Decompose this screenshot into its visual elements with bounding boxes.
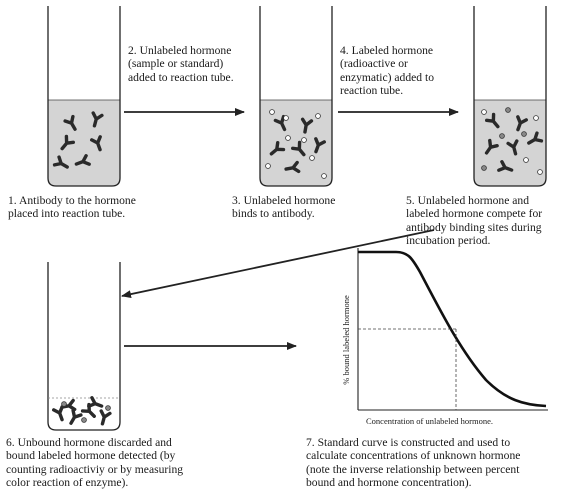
step-number: 5. bbox=[406, 194, 415, 207]
caption-step-3: 3. Unlabeled hormone binds to antibody. bbox=[232, 194, 335, 221]
y-axis-label: % bound labeled hormone bbox=[341, 295, 351, 385]
x-axis-label: Concentration of unlabeled hormone. bbox=[366, 416, 493, 426]
caption-step-2: 2. Unlabeled hormone (sample or standard… bbox=[128, 44, 234, 84]
step-text: Unbound hormone discarded and bound labe… bbox=[6, 436, 184, 490]
step-number: 4. bbox=[340, 44, 349, 57]
step-number: 2. bbox=[128, 44, 137, 57]
step-number: 6. bbox=[6, 436, 15, 449]
step-number: 1. bbox=[8, 194, 17, 207]
caption-step-7: 7. Standard curve is constructed and use… bbox=[306, 436, 520, 490]
step-text: Antibody to the hormone placed into reac… bbox=[8, 194, 136, 221]
reaction-tube-5 bbox=[473, 6, 547, 187]
caption-step-4: 4. Labeled hormone (radioactive or enzym… bbox=[340, 44, 434, 98]
step-text: Unlabeled hormone and labeled hormone co… bbox=[406, 194, 543, 248]
reaction-tube-1 bbox=[47, 6, 121, 187]
standard-curve-chart bbox=[357, 248, 548, 411]
standard-curve-line bbox=[358, 250, 547, 408]
step-text: Labeled hormone (radioactive or enzymati… bbox=[340, 44, 434, 98]
step-text: Unlabeled hormone (sample or standard) a… bbox=[128, 44, 234, 84]
caption-step-5: 5. Unlabeled hormone and labeled hormone… bbox=[406, 194, 542, 248]
arrow-step-5-to-6 bbox=[121, 229, 435, 299]
step-text: Standard curve is constructed and used t… bbox=[306, 436, 521, 490]
step-number: 3. bbox=[232, 194, 241, 207]
step-text: Unlabeled hormone binds to antibody. bbox=[232, 194, 336, 221]
step-number: 7. bbox=[306, 436, 315, 449]
reaction-tube-6 bbox=[47, 262, 121, 431]
caption-step-1: 1. Antibody to the hormone placed into r… bbox=[8, 194, 136, 221]
caption-step-6: 6. Unbound hormone discarded and bound l… bbox=[6, 436, 183, 490]
reaction-tube-3 bbox=[259, 6, 333, 187]
